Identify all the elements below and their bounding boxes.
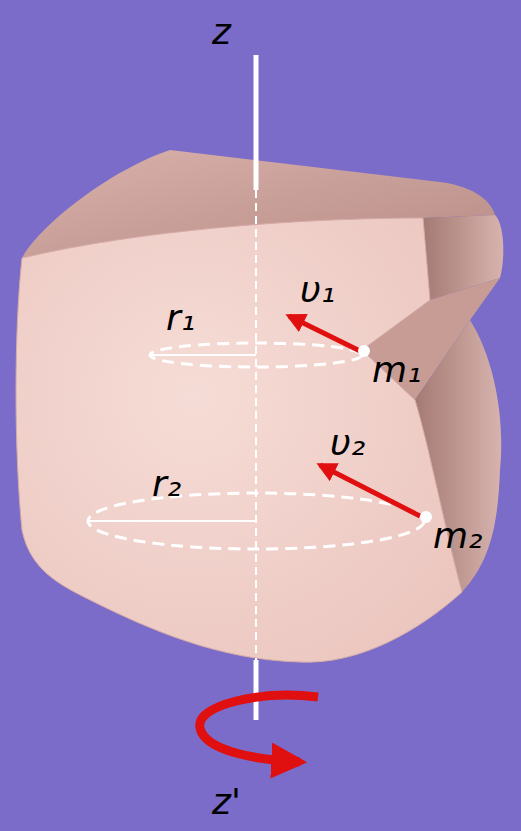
radius-line xyxy=(88,520,256,522)
symbol-label: m₂ xyxy=(433,518,483,554)
symbol-label: m₁ xyxy=(372,352,422,388)
point-mass xyxy=(358,345,370,357)
velocity-arrow xyxy=(289,316,360,351)
rotation-arrow xyxy=(200,695,318,762)
rotation-axis xyxy=(255,190,257,660)
rotation-axis xyxy=(254,55,259,190)
point-mass xyxy=(420,511,432,523)
rotation-axis xyxy=(254,660,259,720)
symbol-label: r₁ xyxy=(166,300,195,336)
orbit-circle xyxy=(88,493,424,549)
velocity-arrow xyxy=(320,465,420,516)
symbol-label: υ₁ xyxy=(300,272,335,308)
radius-line xyxy=(150,354,256,356)
symbol-label: r₂ xyxy=(152,466,181,502)
symbol-label: z' xyxy=(212,784,241,820)
front-face xyxy=(16,218,462,662)
symbol-label: υ₂ xyxy=(330,425,365,461)
symbol-label: z xyxy=(212,14,231,50)
orbit-circle xyxy=(150,343,362,367)
